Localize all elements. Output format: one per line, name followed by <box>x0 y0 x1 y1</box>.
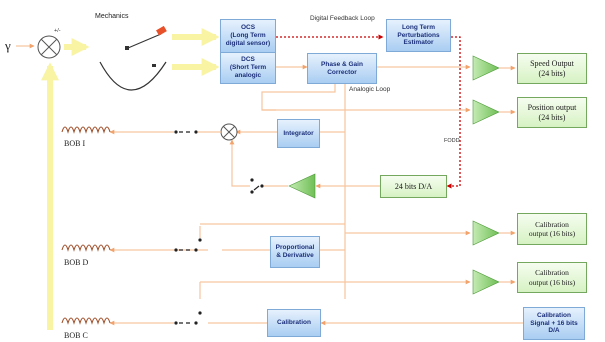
sum-sign: +/- <box>54 28 61 34</box>
analogic-loop-label: Analogic Loop <box>349 86 391 93</box>
multiplier-junction <box>220 123 238 141</box>
bob-d-coil <box>61 244 111 252</box>
cal-signal-block: Calibration Signal + 16 bits D/A <box>523 307 585 340</box>
bob-c-label: BOB C <box>64 331 88 340</box>
dac-amplifier <box>288 173 316 199</box>
switch-bob-i <box>174 130 198 134</box>
speed-amplifier <box>472 55 500 81</box>
phase-gain-block: Phase & Gain Corrector <box>307 53 377 84</box>
switch-bob-c <box>174 311 202 325</box>
cal2-amplifier <box>472 269 500 295</box>
digital-loop-label: Digital Feedback Loop <box>310 15 375 22</box>
dac-box: 24 bits D/A <box>380 175 447 198</box>
ocs-block: OCS (Long Term digital sensor) <box>220 19 276 53</box>
cal1-amplifier <box>472 220 500 246</box>
bob-c-coil <box>61 317 111 325</box>
position-amplifier <box>472 99 500 125</box>
estimator-block: Long Term Perturbations Estimator <box>386 19 451 52</box>
bob-i-label: BOB I <box>64 139 86 148</box>
fodd-label: FODD <box>444 138 460 144</box>
integrator-block: Integrator <box>277 119 320 148</box>
input-symbol: γ <box>5 38 11 53</box>
calibration-block: Calibration <box>267 309 321 337</box>
position-output-box: Position output (24 bits) <box>517 97 587 128</box>
prop-deriv-block: Proportional & Derivative <box>270 236 320 268</box>
dcs-block: DCS (Short Term analogic <box>220 52 276 84</box>
phase-to-integrator-branch <box>261 84 336 111</box>
dac-to-multiplier-arrow <box>229 139 250 187</box>
summing-junction <box>37 35 61 59</box>
cal2-output-box: Calibration output (16 bits) <box>517 262 587 293</box>
bob-i-coil <box>61 126 111 134</box>
mechanics-label: Mechanics <box>95 13 129 20</box>
bob-d-label: BOB D <box>64 258 89 267</box>
cal1-output-box: Calibration output (16 bits) <box>517 213 587 245</box>
switch-bob-d <box>174 226 202 252</box>
estimator-to-dac-link <box>446 36 461 189</box>
speed-output-box: Speed Output (24 bits) <box>517 53 587 84</box>
pendulum-sketch <box>99 25 167 91</box>
switch-dac <box>250 178 264 194</box>
